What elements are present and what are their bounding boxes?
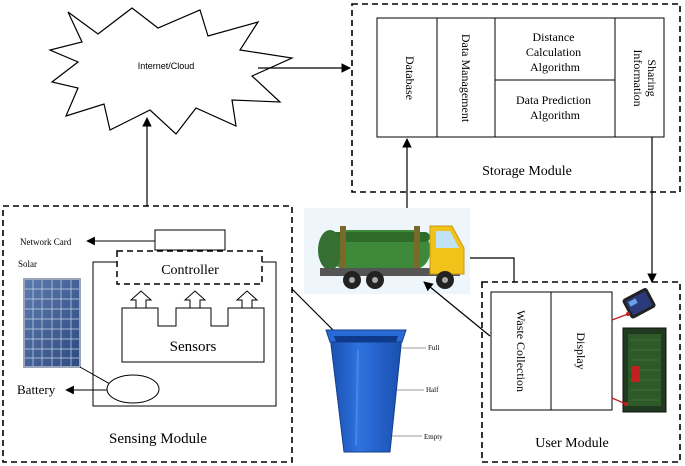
prediction-algorithm-line: Algorithm xyxy=(530,108,581,122)
lcd-display-image xyxy=(622,327,667,413)
wheel-hub xyxy=(349,277,355,283)
solar-label: Solar xyxy=(18,259,37,269)
phone-indicator-dot xyxy=(626,312,630,316)
sensing-module: Network Card Controller Sensors Solar xyxy=(2,205,293,463)
database-label: Database xyxy=(403,56,417,100)
sensor-up-arrow xyxy=(183,290,207,308)
bin-level-markers: Full Half Empty xyxy=(392,344,443,441)
distance-algorithm-label: Distance Calculation Algorithm xyxy=(526,30,584,74)
bin-empty-label: Empty xyxy=(424,433,443,441)
data-management-label: Data Management xyxy=(459,34,473,123)
bin-opening xyxy=(334,336,398,342)
bin-full-label: Full xyxy=(428,344,439,352)
distance-algorithm-line: Algorithm xyxy=(530,60,581,74)
truck-tank-end xyxy=(318,230,342,270)
solar-to-battery-line xyxy=(79,366,111,385)
user-module-title: User Module xyxy=(535,436,609,451)
storage-module-border xyxy=(351,3,681,193)
sensing-module-border xyxy=(2,205,293,463)
distance-algorithm-line: Distance xyxy=(533,30,575,44)
wheel-hub xyxy=(442,277,448,283)
information-sharing-line-2: Sharing xyxy=(645,59,659,96)
sensing-module-title: Sensing Module xyxy=(109,431,207,447)
prediction-algorithm-label: Data Prediction Algorithm xyxy=(516,93,594,122)
wheel-hub xyxy=(372,277,378,283)
truck-band xyxy=(414,226,420,270)
board-outline xyxy=(92,261,277,407)
bin-half-label: Half xyxy=(426,386,439,394)
garbage-truck-image xyxy=(304,208,470,294)
lcd-indicator-line xyxy=(611,397,627,405)
truck-tank-top xyxy=(330,232,430,242)
network-card-box xyxy=(154,229,226,251)
truck-window xyxy=(436,231,459,248)
controller-label: Controller xyxy=(161,263,219,278)
battery-label: Battery xyxy=(17,382,56,397)
waste-collection-label: Waste Collection xyxy=(514,310,528,392)
user-to-truck-arrow xyxy=(423,281,491,337)
truck-band xyxy=(340,226,346,270)
distance-algorithm-line: Calculation xyxy=(526,45,581,59)
storage-inner-frame xyxy=(376,17,665,138)
cloud-label: Internet/Cloud xyxy=(138,61,195,71)
truck-chassis xyxy=(320,268,460,276)
sensors-label: Sensors xyxy=(170,339,217,355)
battery-ellipse xyxy=(106,374,160,404)
user-module: Waste Collection Display Us xyxy=(481,281,681,463)
storage-module: Database Data Management Distance Calcul… xyxy=(351,3,681,193)
sensor-up-arrow xyxy=(129,290,153,308)
network-card-label: Network Card xyxy=(20,237,72,247)
information-sharing-line-1: Information xyxy=(631,49,645,106)
cloud-starburst-shape xyxy=(48,7,295,135)
sensor-up-arrow xyxy=(235,290,259,308)
sensors-box xyxy=(121,307,265,363)
user-module-border xyxy=(481,281,681,463)
waste-bin-image xyxy=(325,329,407,453)
phone-indicator-line xyxy=(611,313,629,321)
storage-module-title: Storage Module xyxy=(482,164,572,179)
smartphone-image xyxy=(622,288,656,319)
solar-panel-image xyxy=(23,278,81,368)
prediction-algorithm-line: Data Prediction xyxy=(516,93,591,107)
display-label: Display xyxy=(574,332,588,369)
internet-cloud-node: Internet/Cloud xyxy=(48,7,295,135)
controller-box xyxy=(116,250,263,285)
lcd-indicator-dot xyxy=(624,402,628,406)
